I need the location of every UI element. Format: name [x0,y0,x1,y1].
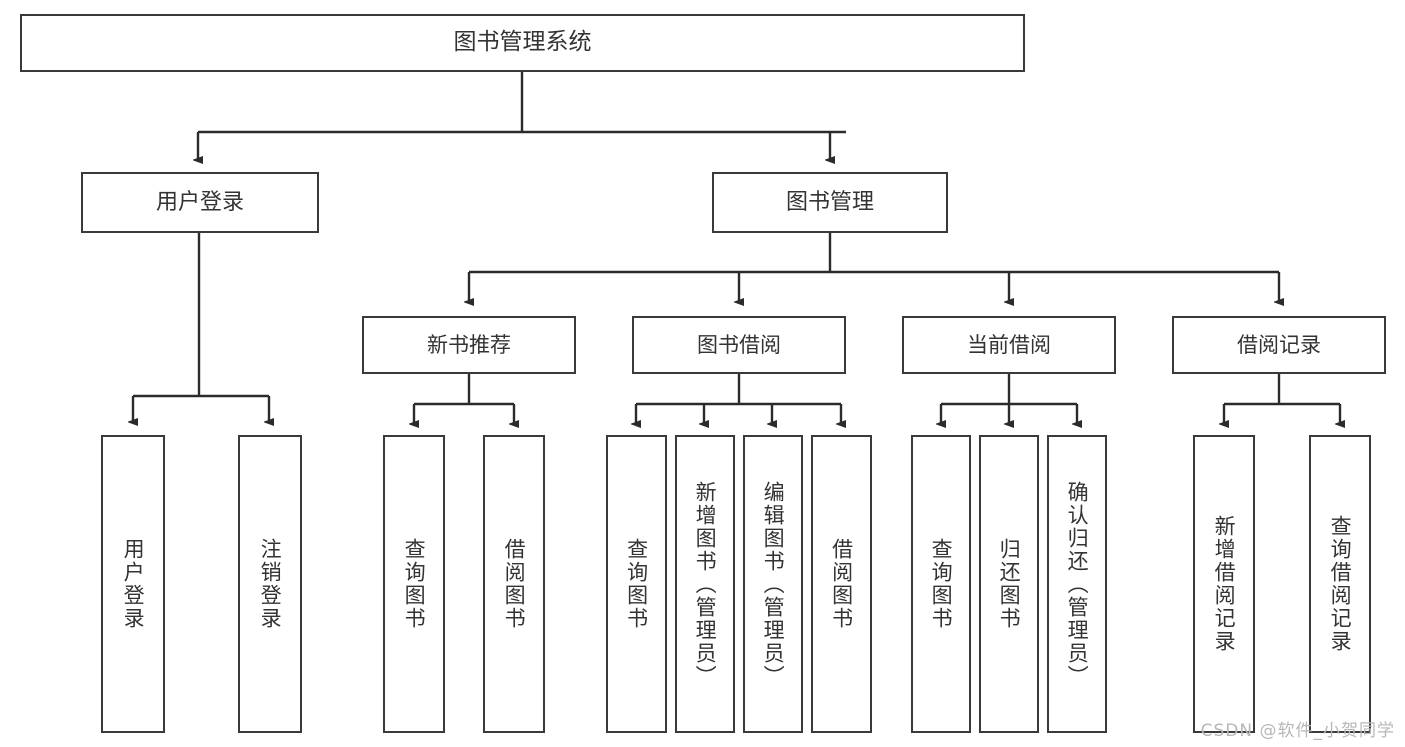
node-borrow-record[interactable]: 借阅记录 [1172,316,1386,374]
node-root-label: 图书管理系统 [453,29,592,56]
leaf-nb-query-book[interactable]: 查询图书 [383,435,445,733]
leaf-cb-query-book-label: 查询图书 [929,538,954,630]
leaf-cb-confirm-return-label: 确认归还（管理员） [1065,480,1090,688]
leaf-nb-borrow-book-label: 借阅图书 [502,538,527,630]
node-user-login-label: 用户登录 [155,189,244,215]
leaf-nb-query-book-label: 查询图书 [402,538,427,630]
leaf-cb-return-book-label: 归还图书 [997,538,1022,630]
node-root[interactable]: 图书管理系统 [20,14,1025,72]
leaf-br-query-record-label: 查询借阅记录 [1328,515,1353,653]
node-book-borrow-label: 图书借阅 [697,332,781,357]
leaf-bb-query-book-label: 查询图书 [624,538,649,630]
leaf-br-add-record-label: 新增借阅记录 [1212,515,1237,653]
leaf-cb-confirm-return[interactable]: 确认归还（管理员） [1047,435,1107,733]
node-book-borrow[interactable]: 图书借阅 [632,316,846,374]
leaf-bb-borrow-book[interactable]: 借阅图书 [811,435,872,733]
leaf-bb-query-book[interactable]: 查询图书 [606,435,667,733]
leaf-nb-borrow-book[interactable]: 借阅图书 [483,435,545,733]
leaf-cb-return-book[interactable]: 归还图书 [979,435,1039,733]
node-current-borrow-label: 当前借阅 [967,332,1051,357]
node-new-book-recommend[interactable]: 新书推荐 [362,316,576,374]
leaf-logout-label: 注销登录 [258,538,283,630]
leaf-cb-query-book[interactable]: 查询图书 [911,435,971,733]
leaf-bb-edit-book[interactable]: 编辑图书（管理员） [743,435,803,733]
node-borrow-record-label: 借阅记录 [1237,332,1321,357]
leaf-user-login-label: 用户登录 [121,538,146,630]
csdn-watermark: CSDN @软件_小贺同学 [1200,721,1395,741]
node-book-manage[interactable]: 图书管理 [712,172,948,233]
leaf-br-add-record[interactable]: 新增借阅记录 [1193,435,1255,733]
leaf-bb-add-book-label: 新增图书（管理员） [693,480,718,688]
leaf-bb-borrow-book-label: 借阅图书 [829,538,854,630]
leaf-logout[interactable]: 注销登录 [238,435,302,733]
leaf-bb-add-book[interactable]: 新增图书（管理员） [675,435,735,733]
node-current-borrow[interactable]: 当前借阅 [902,316,1116,374]
leaf-bb-edit-book-label: 编辑图书（管理员） [761,480,786,688]
leaf-br-query-record[interactable]: 查询借阅记录 [1309,435,1371,733]
node-new-book-recommend-label: 新书推荐 [427,332,511,357]
node-user-login[interactable]: 用户登录 [81,172,319,233]
node-book-manage-label: 图书管理 [785,189,874,215]
leaf-user-login[interactable]: 用户登录 [101,435,165,733]
